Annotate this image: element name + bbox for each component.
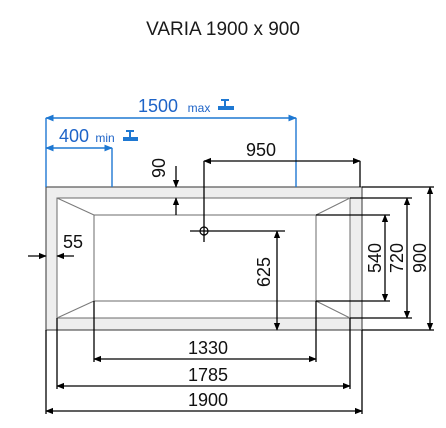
drain-icon bbox=[190, 161, 285, 242]
corner-line bbox=[56, 300, 95, 319]
corner-line bbox=[315, 300, 351, 319]
tap-icon bbox=[218, 99, 234, 110]
dim-55: 55 bbox=[63, 232, 83, 252]
basin-floor bbox=[93, 214, 317, 302]
dim-900: 900 bbox=[410, 243, 430, 273]
tap-max-value: 1500 bbox=[138, 96, 178, 116]
tap-icon bbox=[123, 130, 138, 141]
corner-line bbox=[315, 197, 351, 216]
dim-720: 720 bbox=[387, 243, 407, 273]
dim-625: 625 bbox=[254, 257, 274, 287]
dim-90: 90 bbox=[149, 158, 169, 178]
dim-1785: 1785 bbox=[188, 365, 228, 385]
dim-540: 540 bbox=[365, 243, 385, 273]
dim-950: 950 bbox=[246, 140, 276, 160]
title: VARIA 1900 x 900 bbox=[146, 19, 300, 40]
corner-line bbox=[56, 197, 95, 216]
dim-1330: 1330 bbox=[188, 338, 228, 358]
tap-min-suffix: min bbox=[95, 131, 114, 145]
tap-min-value: 400 bbox=[59, 126, 89, 146]
dim-1900: 1900 bbox=[188, 390, 228, 410]
tap-max-suffix: max bbox=[188, 101, 211, 115]
